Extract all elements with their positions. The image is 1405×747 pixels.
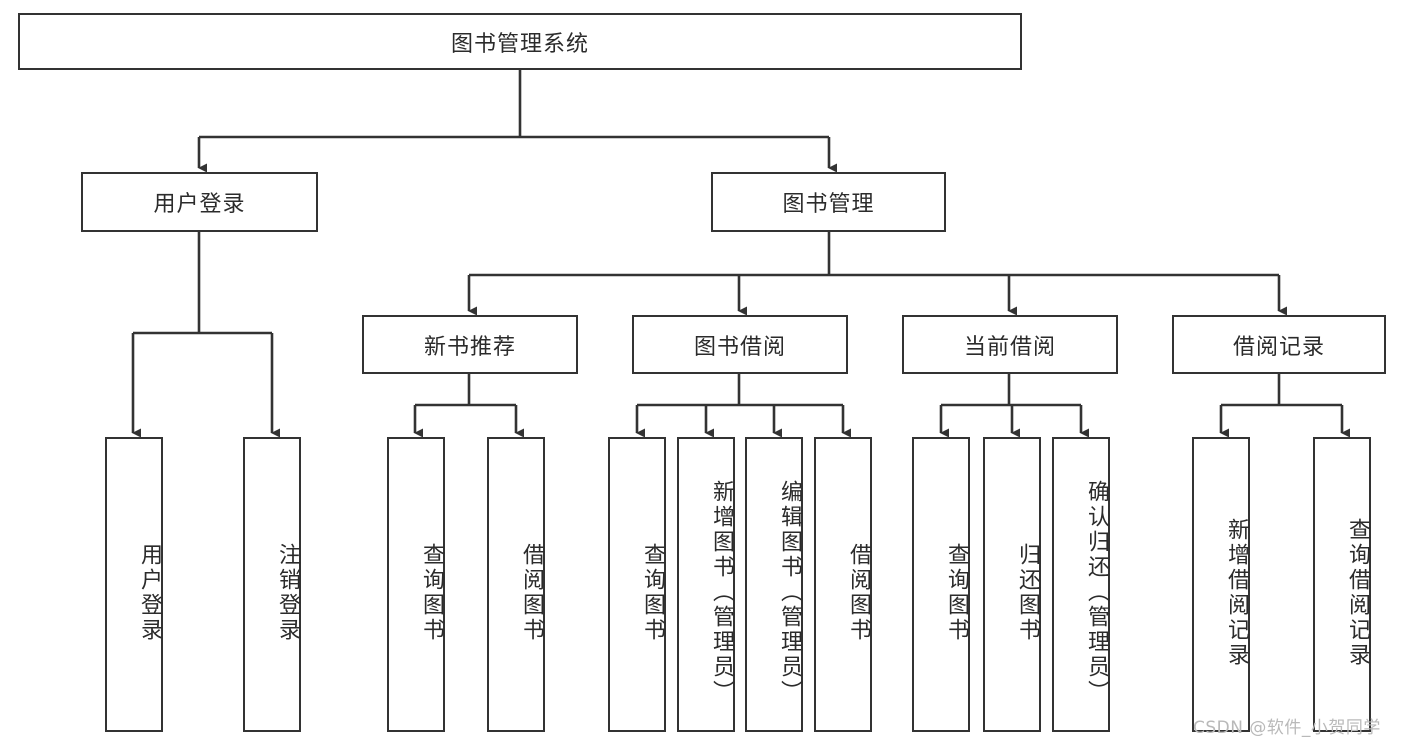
node-leaf-user-login[interactable]: 用户登录	[105, 437, 163, 732]
node-label: 查询图书	[944, 542, 969, 643]
node-label: 新增借阅记录	[1224, 517, 1249, 668]
node-current-borrow[interactable]: 当前借阅	[902, 315, 1118, 374]
node-book-borrow[interactable]: 图书借阅	[632, 315, 848, 374]
node-book-management[interactable]: 图书管理	[711, 172, 946, 232]
node-leaf-add-book-admin[interactable]: 新增图书（管理员）	[677, 437, 735, 732]
node-leaf-query-borrow-record[interactable]: 查询借阅记录	[1313, 437, 1371, 732]
node-leaf-return-book[interactable]: 归还图书	[983, 437, 1041, 732]
node-label: 借阅记录	[1232, 334, 1325, 360]
node-label: 借阅图书	[846, 542, 871, 643]
node-label: 查询借阅记录	[1345, 517, 1370, 668]
node-leaf-confirm-return-admin[interactable]: 确认归还（管理员）	[1052, 437, 1110, 732]
node-leaf-borrow-book-2[interactable]: 借阅图书	[814, 437, 872, 732]
node-label: 编辑图书（管理员）	[777, 480, 802, 705]
node-leaf-query-book-2[interactable]: 查询图书	[608, 437, 666, 732]
node-label: 新书推荐	[423, 334, 516, 360]
node-label: 查询图书	[419, 542, 444, 643]
csdn-watermark: CSDN @软件_小贺同学	[1193, 718, 1381, 738]
node-label: 当前借阅	[963, 334, 1056, 360]
node-label: 用户登录	[137, 542, 162, 643]
node-leaf-query-book-3[interactable]: 查询图书	[912, 437, 970, 732]
node-label: 用户登录	[153, 192, 246, 217]
node-label: 图书借阅	[693, 334, 786, 360]
node-leaf-user-logout[interactable]: 注销登录	[243, 437, 301, 732]
node-leaf-borrow-book-1[interactable]: 借阅图书	[487, 437, 545, 732]
node-label: 归还图书	[1015, 542, 1040, 643]
node-label: 注销登录	[275, 542, 300, 643]
node-label: 查询图书	[640, 542, 665, 643]
node-user-login[interactable]: 用户登录	[81, 172, 318, 232]
node-new-book-recommend[interactable]: 新书推荐	[362, 315, 578, 374]
node-label: 图书管理	[782, 192, 875, 217]
node-leaf-query-book-1[interactable]: 查询图书	[387, 437, 445, 732]
node-leaf-edit-book-admin[interactable]: 编辑图书（管理员）	[745, 437, 803, 732]
node-label: 图书管理系统	[450, 31, 589, 57]
node-leaf-add-borrow-record[interactable]: 新增借阅记录	[1192, 437, 1250, 732]
node-label: 借阅图书	[519, 542, 544, 643]
node-borrow-record[interactable]: 借阅记录	[1172, 315, 1386, 374]
node-label: 新增图书（管理员）	[709, 480, 734, 705]
node-book-management-system[interactable]: 图书管理系统	[18, 13, 1022, 70]
node-label: 确认归还（管理员）	[1084, 480, 1109, 705]
